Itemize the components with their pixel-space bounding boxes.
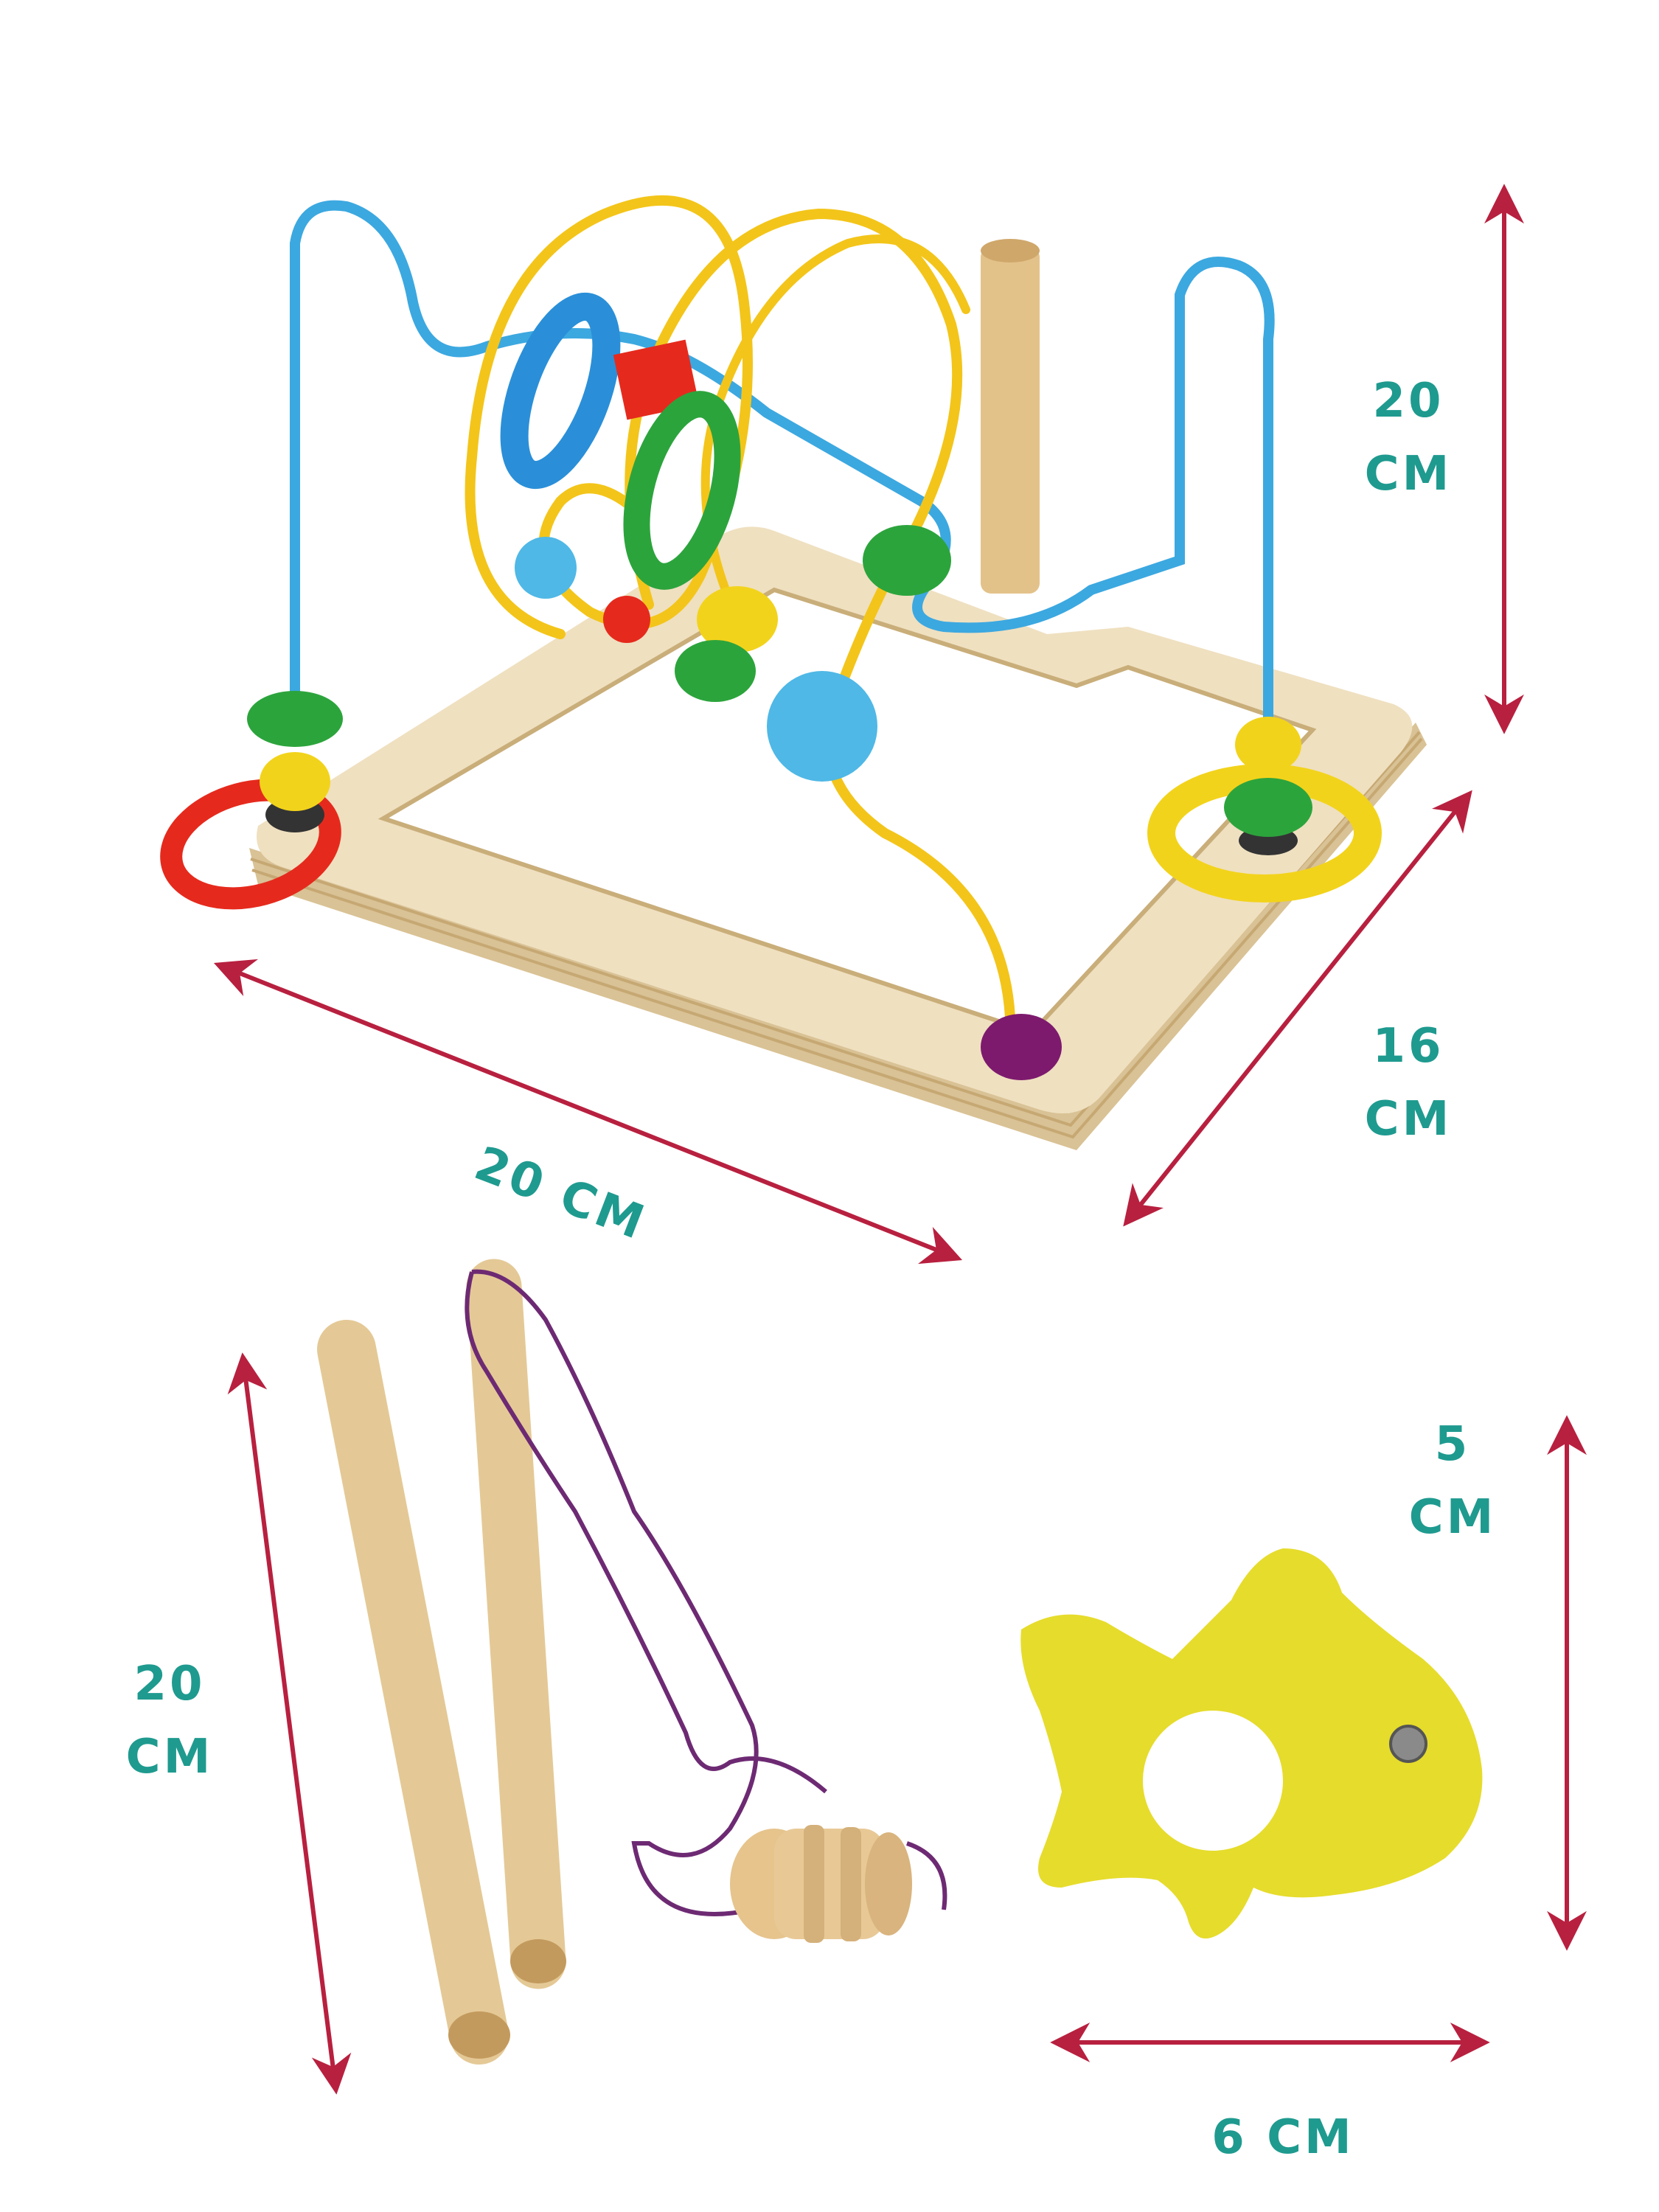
label-fish-width-text: 6 CM [1211, 2110, 1354, 2165]
green-ring-bead [623, 391, 741, 590]
label-fish-height-unit: CM [1408, 1490, 1497, 1545]
wooden-post [981, 247, 1040, 594]
label-rod-length-unit: CM [125, 1730, 214, 1785]
arrow-maze-width [213, 959, 963, 1265]
green-bead-right-stack [1224, 778, 1312, 837]
red-ring-bead [160, 779, 341, 910]
green-bead-left [247, 691, 343, 747]
fishing-cord [465, 1269, 947, 1916]
blue-wire [290, 200, 1275, 728]
label-maze-depth-value: 16 [1372, 1019, 1444, 1074]
yellow-bead-right-stack [1235, 717, 1301, 773]
label-maze-depth: 16 CM [1327, 1010, 1489, 1156]
label-fish-height: 5 CM [1379, 1408, 1526, 1554]
bead-maze-toy [160, 195, 1427, 1150]
rod-right [466, 1259, 566, 1989]
blue-bead-small [515, 537, 577, 599]
yellow-bead-left [260, 752, 330, 811]
yellow-bead [697, 586, 778, 653]
magnet-bobber [730, 1825, 912, 1943]
label-maze-height: 20 CM [1335, 365, 1482, 511]
label-rod-length: 20 CM [96, 1648, 243, 1794]
label-fish-width: 6 CM [1172, 2101, 1394, 2174]
fish-magnet-eye [1389, 1725, 1427, 1763]
fish-shape [1020, 1548, 1483, 1939]
wooden-fish [1020, 1548, 1483, 1939]
arrow-maze-depth [1123, 790, 1472, 1227]
rod-left [317, 1320, 509, 2065]
blue-ring-bead [500, 292, 621, 490]
large-blue-bead [767, 671, 877, 782]
yellow-wire-2 [625, 208, 1015, 1023]
label-rod-length-value: 20 [133, 1657, 206, 1711]
arrow-rod-length [227, 1352, 352, 2095]
purple-bead [981, 1014, 1062, 1080]
fishing-rods [317, 1259, 947, 2065]
label-maze-height-unit: CM [1364, 447, 1453, 502]
green-bead-right [863, 525, 951, 596]
green-bead-mid [675, 640, 756, 702]
label-maze-depth-unit: CM [1364, 1092, 1453, 1147]
label-maze-height-value: 20 [1372, 374, 1444, 428]
red-bead-small [603, 596, 650, 643]
label-fish-height-value: 5 [1434, 1417, 1471, 1472]
